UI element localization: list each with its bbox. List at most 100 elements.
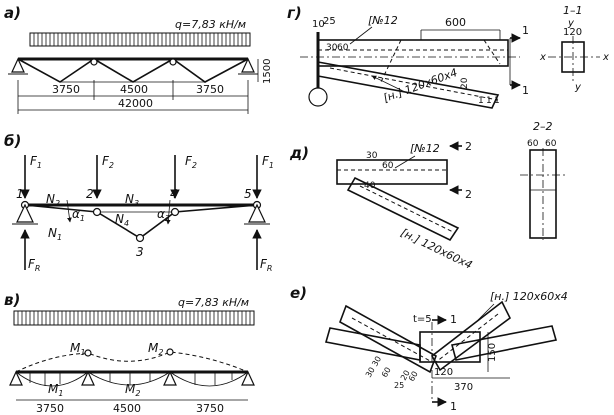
panel-d-angle-strut — [346, 176, 460, 242]
panel-b-node-2 — [92, 207, 102, 217]
panel-e-25: 25 — [394, 381, 404, 390]
panel-e-angle-label: [н.] 120х60х4 — [490, 290, 568, 303]
panel-e: е) [н.] 120х60х4 t=5 1 1 150 120 370 30 … — [290, 284, 568, 413]
panel-b-support-left — [16, 203, 34, 223]
panel-v-dim-1: 3750 — [36, 402, 64, 415]
panel-a-struts — [17, 58, 249, 83]
panel-a-height: 1500 — [262, 59, 273, 84]
panel-g-hidden-edge — [379, 39, 402, 85]
panel-g-hidden-edge — [483, 39, 501, 65]
panel-a-support-left — [11, 57, 25, 73]
panel-b-f1-left: F1 — [30, 154, 42, 170]
panel-b-node-label-3: 3 — [136, 245, 144, 259]
panel-a-node — [169, 58, 177, 66]
panel-b-fr-left: FR — [28, 257, 40, 273]
section-1-1-y-top: y — [567, 18, 575, 29]
panel-d-label: д) — [289, 144, 309, 162]
panel-v-distributed-load — [13, 310, 255, 326]
panel-e-angle-leader — [477, 303, 495, 321]
panel-g-dim-1c: 1 — [494, 96, 500, 106]
section-2-2-60a: 60 — [527, 139, 539, 149]
panel-v: в) q=7,83 кН/м M1 M2 M1 M2 3750 4500 375… — [4, 291, 255, 415]
panel-b-fr-right: FR — [260, 257, 272, 273]
panel-v-m1-bottom: M1 — [48, 382, 63, 398]
panel-a: а) q=7,83 кН/м 3750 4500 3750 42000 1500 — [4, 4, 273, 114]
panel-e-150: 150 — [487, 343, 498, 362]
panel-v-support — [241, 370, 255, 386]
panel-b-n2: N2 — [46, 192, 60, 208]
panel-b-support-right — [248, 203, 266, 223]
panel-d-mark-top: 2 — [465, 140, 472, 153]
panel-d-angle-inner — [359, 185, 456, 234]
panel-d-60: 60 — [382, 161, 394, 171]
panel-b-f1-right: F1 — [262, 154, 274, 170]
panel-a-load-label: q=7,83 кН/м — [175, 18, 246, 31]
panel-g: г) 10 25 [№12 600 30 60 [н.] 120х60х4 20… — [287, 4, 529, 109]
section-2-2-60b: 60 — [545, 139, 557, 149]
panel-v-node — [84, 349, 92, 357]
panel-d-30: 30 — [366, 151, 378, 161]
panel-a-support-right — [241, 57, 255, 73]
panel-g-angle-strut — [317, 61, 500, 109]
panel-b-node-3 — [135, 233, 145, 243]
panel-g-label: г) — [287, 4, 302, 22]
panel-g-dim-30: 30 — [326, 43, 338, 53]
panel-g-dim-600: 600 — [445, 16, 466, 29]
panel-v-dim-3: 3750 — [196, 402, 224, 415]
panel-b-alpha-arrow — [165, 199, 171, 225]
panel-a-dim-2: 4500 — [120, 83, 148, 96]
panel-e-chord-left — [324, 327, 421, 361]
panel-v-support — [163, 370, 177, 386]
panel-g-dim-1a: 1 — [478, 96, 484, 106]
panel-d-channel: [№12 — [410, 142, 440, 155]
panel-g-angle-inner — [329, 67, 499, 101]
panel-a-node — [90, 58, 98, 66]
section-1-1-x-right: x — [602, 52, 609, 63]
panel-v-support — [81, 370, 95, 386]
panel-b-n3: N3 — [125, 192, 139, 208]
panel-e-60: 60 — [380, 366, 393, 379]
panel-e-370: 370 — [454, 382, 473, 393]
panel-v-dim-2: 4500 — [113, 402, 141, 415]
panel-g-dim-1b: 1 — [486, 96, 492, 106]
section-1-1: 1–1 y 120 x x y — [539, 4, 609, 93]
panel-e-mark-top: 1 — [450, 313, 457, 326]
section-1-1-y-bottom: y — [574, 82, 582, 93]
panel-g-channel-leader — [349, 26, 373, 45]
panel-v-m2-bottom: M2 — [125, 382, 140, 398]
panel-d-channel-body — [336, 159, 448, 185]
section-2-2: 2–2 60 60 — [520, 120, 566, 240]
panel-b-node-label-2: 2 — [86, 187, 94, 201]
panel-d-mark-bottom: 2 — [465, 188, 472, 201]
panel-e-60b: 60 — [407, 370, 420, 383]
panel-v-m1-top: M1 — [70, 341, 85, 357]
panel-g-channel: [№12 — [368, 14, 398, 27]
panel-g-section-bottom: 1 — [522, 84, 529, 97]
panel-g-plate — [420, 30, 501, 41]
panel-v-m2-top: M2 — [148, 341, 163, 357]
panel-b-node-4 — [170, 207, 180, 217]
panel-e-chord-right — [451, 325, 558, 361]
panel-b-f2-left: F2 — [102, 154, 114, 170]
panel-e-mark-bottom: 1 — [450, 400, 457, 413]
panel-b-f2-right: F2 — [185, 154, 197, 170]
panel-d-channel-leader — [394, 155, 416, 169]
panel-g-dim-25: 25 — [323, 16, 336, 27]
panel-a-label: а) — [4, 4, 21, 22]
panel-b: б) F1 F2 F2 F1 1 2 3 4 5 N2 N1 N3 N4 α1 … — [4, 132, 274, 273]
panel-v-moment-positive — [15, 371, 249, 387]
section-1-1-x-left: x — [539, 52, 546, 63]
panel-b-node-label-4: 4 — [170, 187, 178, 201]
panel-d: д) [№12 30 60 40 [н.] 120х60х4 2 2 — [289, 140, 474, 272]
panel-e-strut-right — [430, 300, 512, 372]
panel-g-dim-10: 10 — [312, 19, 325, 30]
panel-e-label: е) — [290, 284, 307, 302]
panel-b-label: б) — [4, 132, 21, 150]
panel-e-20: 20 — [399, 369, 412, 382]
panel-a-dim-3: 3750 — [196, 83, 224, 96]
section-2-2-title: 2–2 — [533, 120, 553, 133]
panel-b-alpha1: α1 — [72, 207, 85, 223]
panel-g-section-top: 1 — [522, 24, 529, 37]
panel-b-alpha-arrow — [66, 199, 72, 223]
